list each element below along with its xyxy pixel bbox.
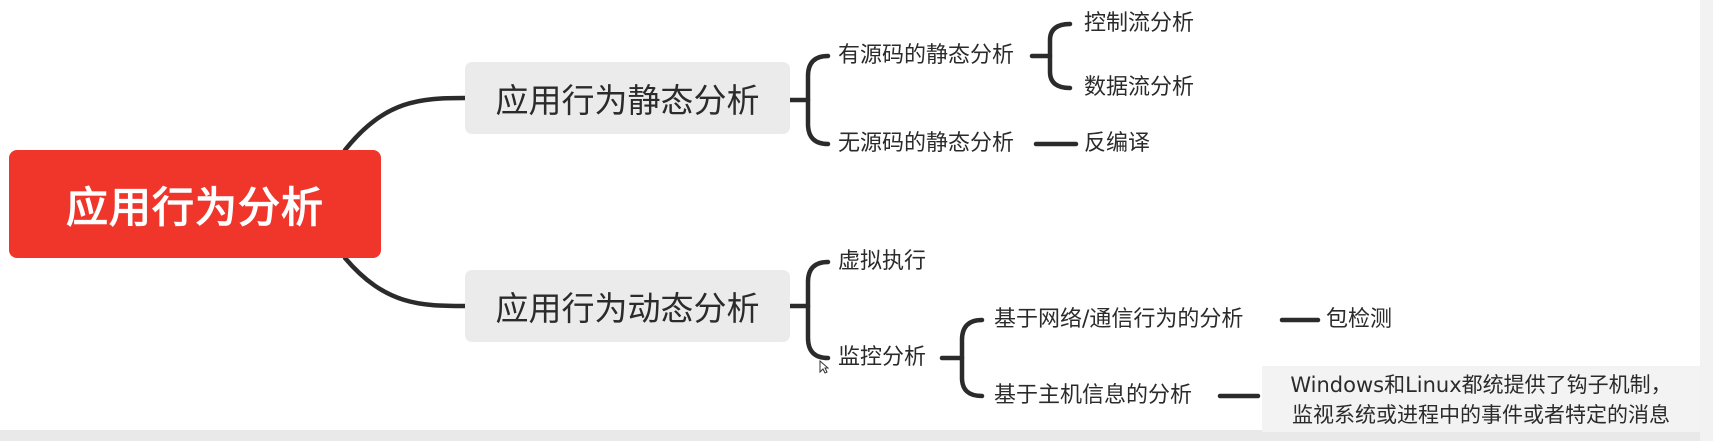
bracket-monitor	[959, 317, 985, 399]
with-source-static-node[interactable]: 有源码的静态分析	[838, 43, 1015, 68]
bracket-dynamic	[805, 259, 831, 361]
dynamic-analysis-node[interactable]: 应用行为动态分析	[465, 270, 790, 342]
virtual-execution-node[interactable]: 虚拟执行	[838, 249, 927, 274]
bracket-static	[805, 53, 831, 147]
data-flow-node[interactable]: 数据流分析	[1084, 75, 1195, 100]
control-flow-node[interactable]: 控制流分析	[1084, 11, 1195, 36]
bottom-divider	[0, 430, 1713, 441]
link-root-dynamic	[342, 255, 468, 309]
decompile-node[interactable]: 反编译	[1084, 131, 1151, 156]
right-divider	[1700, 0, 1713, 441]
mouse-cursor-icon	[819, 360, 829, 374]
packet-inspection-node[interactable]: 包检测	[1326, 307, 1393, 332]
without-source-static-node[interactable]: 无源码的静态分析	[838, 131, 1015, 156]
root-node[interactable]: 应用行为分析	[9, 150, 381, 258]
network-behavior-node[interactable]: 基于网络/通信行为的分析	[994, 307, 1244, 332]
link-root-static	[342, 95, 468, 153]
hook-mechanism-note[interactable]: Windows和Linux都统提供了钩子机制， 监视系统或进程中的事件或者特定的…	[1262, 366, 1700, 432]
note-line-2: 监视系统或进程中的事件或者特定的消息	[1292, 403, 1670, 427]
monitor-analysis-node[interactable]: 监控分析	[838, 345, 927, 370]
static-analysis-node[interactable]: 应用行为静态分析	[465, 62, 790, 134]
host-info-node[interactable]: 基于主机信息的分析	[994, 383, 1193, 408]
bracket-withsource	[1047, 21, 1073, 91]
note-line-1: Windows和Linux都统提供了钩子机制，	[1290, 373, 1672, 397]
